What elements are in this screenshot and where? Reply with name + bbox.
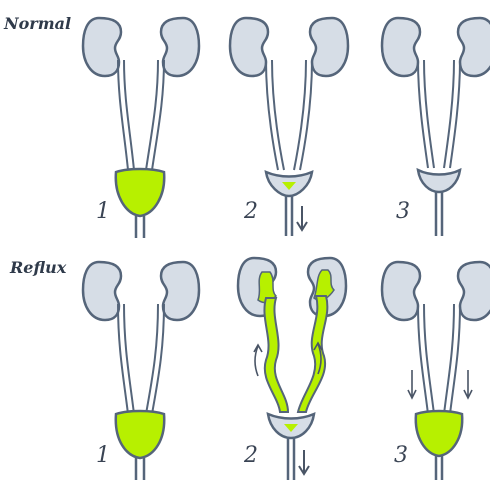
bladder-empty <box>418 170 460 192</box>
left-ureter <box>418 60 434 168</box>
urethra <box>136 458 144 480</box>
drain-down-arrow-left <box>408 370 416 398</box>
stage-number: 3 <box>396 199 410 224</box>
stage-number: 2 <box>243 443 258 468</box>
stage-number: 1 <box>96 199 110 224</box>
urethra <box>436 456 442 480</box>
stage-number: 3 <box>394 443 408 468</box>
left-kidney <box>382 18 420 76</box>
urethra <box>288 438 294 480</box>
right-kidney <box>310 18 348 76</box>
normal-stage-3: 3 <box>382 18 490 236</box>
left-kidney <box>230 18 268 76</box>
left-kidney <box>382 262 420 320</box>
right-ureter <box>444 304 460 414</box>
left-ureter <box>418 304 434 414</box>
reflux-stage-2: 2 <box>238 258 346 480</box>
urethra <box>286 196 292 236</box>
right-ureter <box>146 304 164 414</box>
right-kidney <box>161 262 199 320</box>
left-ureter <box>118 304 134 414</box>
normal-stage-1: 1 <box>83 18 199 238</box>
left-kidney <box>83 18 121 76</box>
urethra <box>136 216 144 238</box>
right-kidney <box>458 262 490 320</box>
bladder-full <box>116 411 164 458</box>
right-kidney <box>458 18 490 76</box>
right-kidney <box>161 18 199 76</box>
reflux-stage-3: 3 <box>382 262 490 480</box>
right-ureter <box>146 60 164 170</box>
reflux-stage-1: 1 <box>83 262 199 480</box>
left-kidney <box>83 262 121 320</box>
drain-down-arrow-right <box>464 370 472 398</box>
right-ureter <box>444 60 460 168</box>
left-ureter <box>266 60 284 170</box>
normal-stage-2: 2 <box>230 18 348 236</box>
reflux-up-arrow-left <box>254 345 262 376</box>
right-ureter <box>294 60 312 170</box>
refluxed-left-ureter <box>264 298 288 412</box>
stage-number: 1 <box>96 443 110 468</box>
refluxed-right-ureter <box>298 296 327 412</box>
flow-down-arrow <box>297 206 307 230</box>
bladder-refilled <box>416 411 462 456</box>
flow-down-arrow <box>299 450 309 474</box>
stage-number: 2 <box>243 199 258 224</box>
left-ureter <box>118 60 134 170</box>
bladder-full <box>116 169 164 216</box>
urethra <box>436 192 442 236</box>
